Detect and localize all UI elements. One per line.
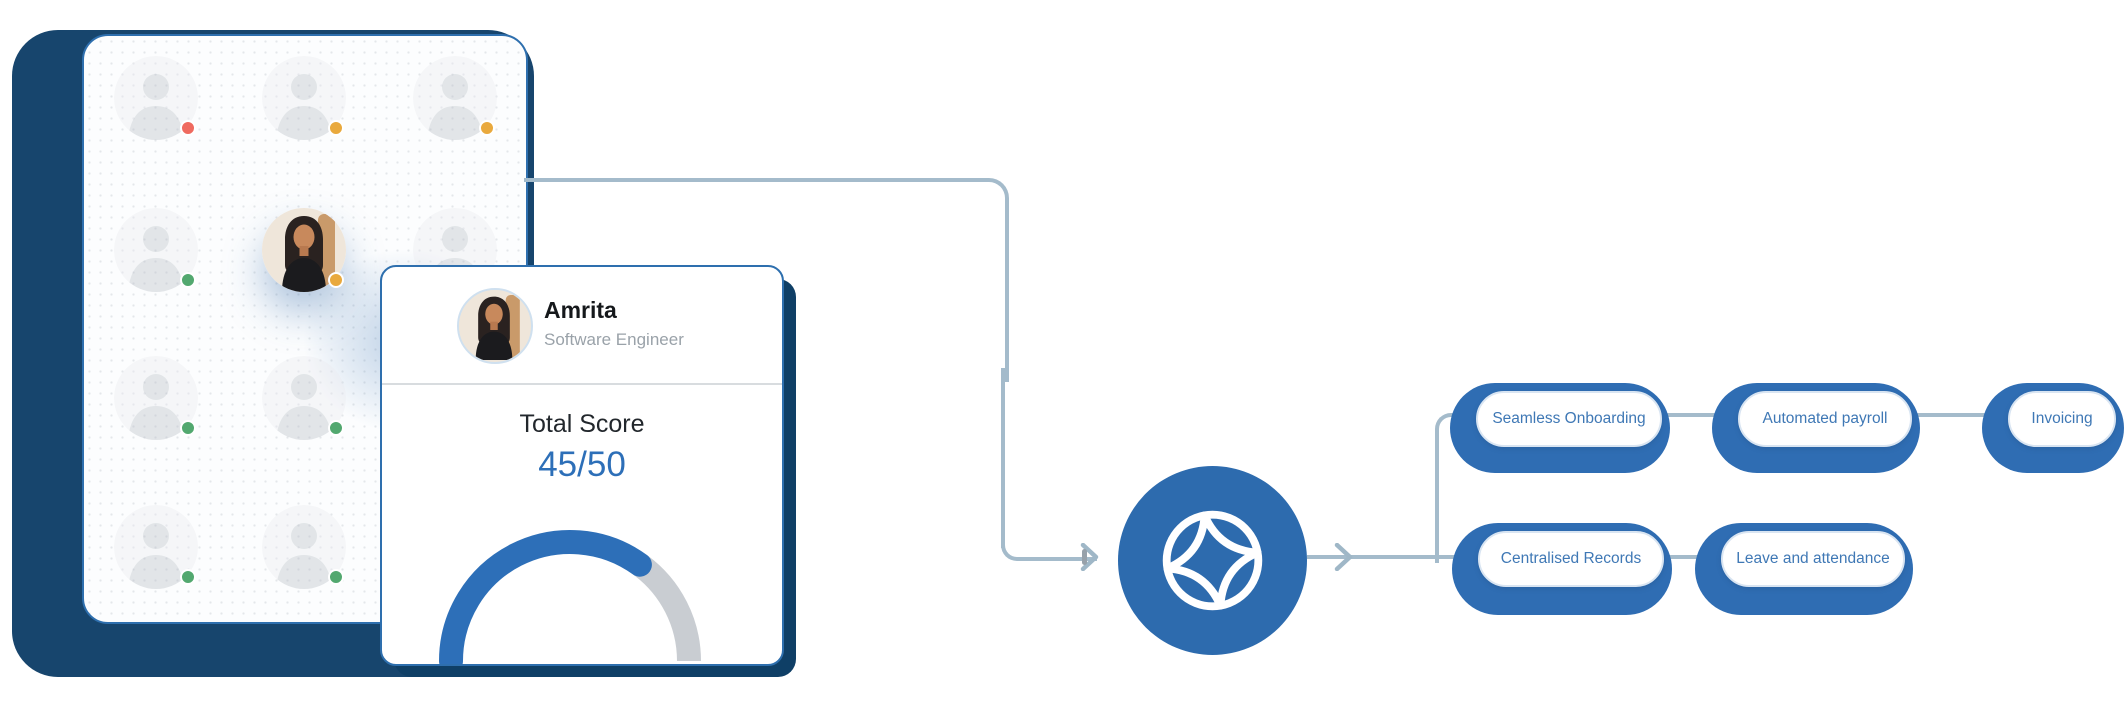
connector-pill2-pill3 <box>1908 413 2012 417</box>
pill-automated-payroll[interactable]: Automated payroll <box>1712 383 1920 473</box>
connector-right-main <box>1307 555 1480 559</box>
avatar-photo <box>413 56 497 140</box>
avatar-team-member[interactable] <box>114 356 198 440</box>
card-divider <box>382 383 782 385</box>
score-gauge <box>439 530 701 664</box>
avatar-photo <box>114 356 198 440</box>
avatar-team-member[interactable] <box>262 505 346 589</box>
connector-left-vertical <box>1001 368 1005 548</box>
status-dot-green <box>328 569 344 585</box>
status-dot-red <box>180 120 196 136</box>
avatar-team-member[interactable] <box>262 56 346 140</box>
status-dot-green <box>180 272 196 288</box>
pill-centralised-records[interactable]: Centralised Records <box>1452 523 1672 615</box>
avatar-photo <box>114 505 198 589</box>
employee-role: Software Engineer <box>544 330 684 349</box>
pill-seamless-onboarding[interactable]: Seamless Onboarding <box>1450 383 1670 473</box>
avatar-team-member[interactable] <box>262 356 346 440</box>
avatar-photo <box>114 56 198 140</box>
status-dot-green <box>180 420 196 436</box>
connector-nub <box>1082 549 1087 565</box>
pill-invoicing[interactable]: Invoicing <box>1982 383 2124 473</box>
hub-logo <box>1118 466 1307 655</box>
connector-pill1-pill2 <box>1660 413 1750 417</box>
status-dot-yellow <box>328 120 344 136</box>
status-dot-yellow <box>328 272 344 288</box>
total-score-label: Total Score <box>519 410 645 438</box>
pill-leave-and-attendance[interactable]: Leave and attendance <box>1695 523 1913 615</box>
avatar-photo <box>262 505 346 589</box>
employee-name: Amrita <box>544 297 617 323</box>
avatar-photo <box>262 56 346 140</box>
connector-pill4-pill5 <box>1658 555 1724 559</box>
avatar-amrita[interactable] <box>262 208 346 292</box>
employee-score-card: Amrita Software Engineer Total Score 45/… <box>380 265 784 666</box>
avatar-team-member[interactable] <box>114 208 198 292</box>
pill-leave-and-attendance-label: Leave and attendance <box>1721 531 1905 587</box>
arrow-into-hub-icon <box>1080 543 1099 571</box>
pill-centralised-records-label: Centralised Records <box>1478 531 1664 587</box>
pill-automated-payroll-label: Automated payroll <box>1738 391 1912 447</box>
avatar-team-member[interactable] <box>413 56 497 140</box>
globe-petal-logo-icon <box>1162 510 1263 611</box>
status-dot-green <box>328 420 344 436</box>
arrow-out-of-hub-icon <box>1334 543 1353 571</box>
total-score-value: 45/50 <box>538 445 626 484</box>
status-dot-yellow <box>479 120 495 136</box>
connector-left-bottom-elbow <box>1001 540 1097 561</box>
pill-seamless-onboarding-label: Seamless Onboarding <box>1476 391 1662 447</box>
pill-invoicing-label: Invoicing <box>2008 391 2116 447</box>
connector-left-elbow <box>524 178 1009 382</box>
avatar-team-member[interactable] <box>114 505 198 589</box>
avatar-photo <box>262 356 346 440</box>
status-dot-green <box>180 569 196 585</box>
avatar-photo <box>114 208 198 292</box>
employee-avatar <box>457 288 533 364</box>
avatar-team-member[interactable] <box>114 56 198 140</box>
